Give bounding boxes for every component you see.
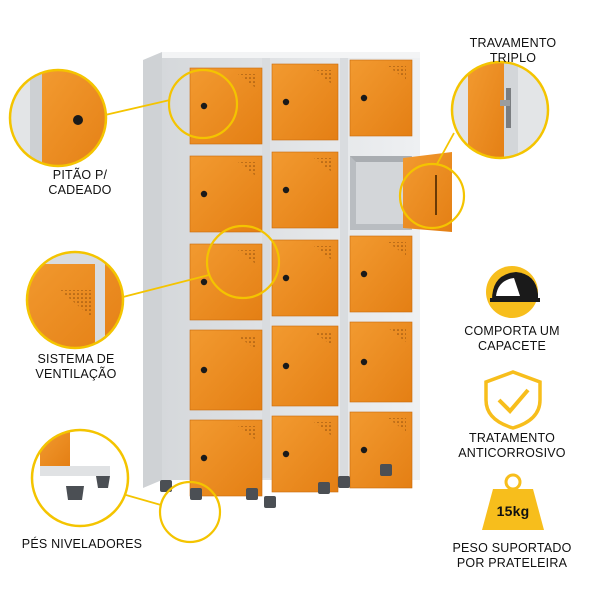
ventilation-holes bbox=[388, 66, 406, 80]
padlock-hasp bbox=[282, 186, 290, 194]
padlock-hasp bbox=[200, 454, 208, 462]
padlock-hasp bbox=[282, 98, 290, 106]
ventilation-holes bbox=[314, 422, 332, 436]
label-sistema-ventilacao: SISTEMA DE VENTILAÇÃO bbox=[35, 352, 117, 381]
padlock-hasp bbox=[360, 446, 368, 454]
triple-lock-detail bbox=[450, 60, 550, 160]
padlock-hasp bbox=[200, 102, 208, 110]
ventilation-holes bbox=[314, 246, 332, 260]
ventilation-holes bbox=[388, 418, 406, 432]
padlock-hasp bbox=[282, 362, 290, 370]
label-pes-niveladores: PÉS NIVELADORES bbox=[21, 537, 143, 551]
locker-doors bbox=[189, 59, 413, 497]
weight-icon bbox=[482, 473, 544, 530]
padlock-hasp bbox=[360, 358, 368, 366]
ventilation-holes bbox=[314, 158, 332, 172]
ventilation-holes bbox=[238, 426, 256, 440]
padlock-hasp-detail bbox=[8, 68, 108, 168]
label-comporta-capacete: COMPORTA UM CAPACETE bbox=[464, 324, 560, 353]
padlock-hasp bbox=[200, 190, 208, 198]
helmet-icon bbox=[486, 266, 540, 318]
padlock-hasp bbox=[282, 274, 290, 282]
ventilation-holes bbox=[238, 336, 256, 350]
ventilation-holes bbox=[314, 70, 332, 84]
leveling-foot-detail bbox=[30, 428, 130, 528]
ventilation-holes bbox=[388, 328, 406, 342]
label-tratamento-anticorrosivo: TRATAMENTO ANTICORROSIVO bbox=[458, 431, 566, 460]
label-peso-suportado: PESO SUPORTADO POR PRATELEIRA bbox=[452, 541, 572, 570]
zoom-markers bbox=[158, 68, 466, 544]
label-pitao-cadeado: PITÃO P/ CADEADO bbox=[48, 168, 112, 197]
ventilation-holes bbox=[314, 332, 332, 346]
ventilation-holes bbox=[238, 250, 256, 264]
padlock-hasp bbox=[360, 270, 368, 278]
leveling-feet bbox=[160, 464, 392, 508]
ventilation-holes bbox=[388, 242, 406, 256]
ventilation-holes bbox=[238, 162, 256, 176]
padlock-hasp bbox=[360, 94, 368, 102]
ventilation-holes bbox=[238, 74, 256, 88]
weight-value: 15kg bbox=[496, 503, 530, 519]
padlock-hasp bbox=[200, 366, 208, 374]
label-travamento-triplo: TRAVAMENTO TRIPLO bbox=[469, 36, 557, 65]
callout-lines bbox=[104, 99, 455, 506]
padlock-hasp bbox=[200, 278, 208, 286]
padlock-hasp bbox=[282, 450, 290, 458]
ventilation-holes-detail bbox=[25, 250, 125, 350]
open-compartment bbox=[350, 152, 452, 232]
shield-check-icon bbox=[484, 370, 542, 430]
